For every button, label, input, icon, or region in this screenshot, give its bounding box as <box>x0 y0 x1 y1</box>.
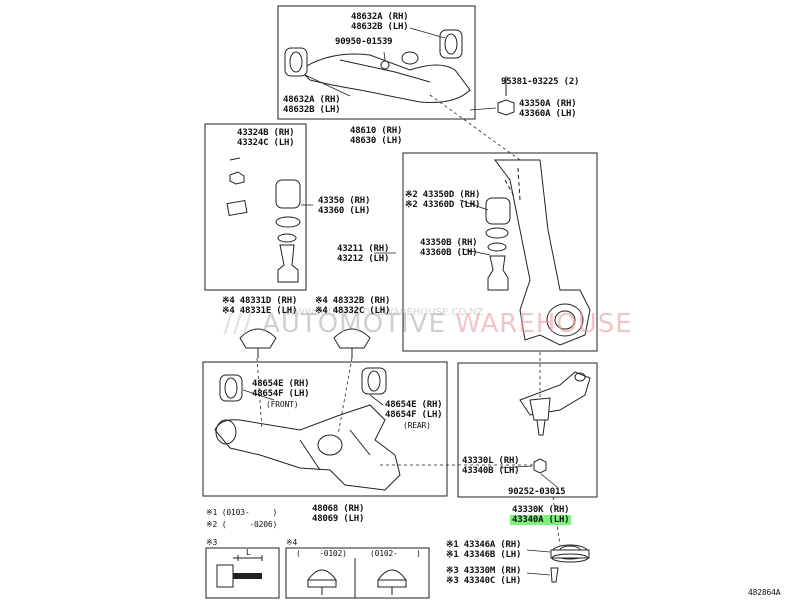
box-note3 <box>205 547 280 599</box>
label-48632a-rh-top: 48632A (RH) <box>351 12 409 22</box>
label-front: (FRONT) <box>266 400 299 409</box>
label-43346b: ※1 43346B (LH) <box>446 550 522 560</box>
label-43360d: ※2 43360D (LH) <box>405 200 481 210</box>
label-43211: 43211 (RH) <box>337 244 390 254</box>
label-43350b: 43350B (RH) <box>420 238 478 248</box>
box-lower-arm <box>202 361 448 497</box>
label-43346a: ※1 43346A (RH) <box>446 540 522 550</box>
label-43350: 43350 (RH) <box>318 196 371 206</box>
watermark-automotive: AUTOMOTIVE <box>262 309 456 339</box>
label-95381: 95381-03225 (2) <box>501 77 580 87</box>
label-43330l: 43330L (RH) <box>462 456 520 466</box>
note-4: ※4 <box>286 538 298 547</box>
label-48332b: ※4 48332B (RH) <box>315 296 391 306</box>
bumper-48331-icon <box>239 328 277 349</box>
label-48630: 48630 (LH) <box>350 136 403 146</box>
watermark-line1: /// AUTOMOTIVE WAREHOUSE <box>223 309 633 339</box>
bumper-48332-icon <box>333 328 371 349</box>
label-43324c: 43324C (LH) <box>237 138 295 148</box>
watermark-warehouse: WAREHOUSE <box>455 309 633 339</box>
label-48610: 48610 (RH) <box>350 126 403 136</box>
lower-arm-body <box>214 404 401 491</box>
upper-arm-bushing-right <box>439 29 463 59</box>
note-1: ※1 (0103- ) <box>206 508 278 517</box>
note4-sub1: ( -0102) <box>296 549 347 558</box>
label-48632a-rh-bot: 48632A (RH) <box>283 95 341 105</box>
label-48654e-a: 48654E (RH) <box>252 379 310 389</box>
label-rear: (REAR) <box>403 421 431 430</box>
label-48654e-b: 48654E (RH) <box>385 400 443 410</box>
note4-sub2: (0102- ) <box>370 549 421 558</box>
label-48331d: ※4 48331D (RH) <box>222 296 298 306</box>
nut-43350a-icon <box>497 99 515 116</box>
upper-arm-body <box>299 53 471 103</box>
box-knuckle <box>402 152 598 352</box>
label-48068: 48068 (RH) <box>312 504 365 514</box>
label-43360b: 43360B (LH) <box>420 248 478 258</box>
label-48069: 48069 (LH) <box>312 514 365 524</box>
watermark-line2: WWW.AUTOMOTIVEWAREHOUSE.CO.NZ <box>285 307 484 318</box>
label-43340c: ※3 43340C (LH) <box>446 576 522 586</box>
box-lower-ball-joint <box>457 362 598 498</box>
diagram-id: 482864A <box>748 588 781 597</box>
label-48632b-lh-top: 48632B (LH) <box>351 22 409 32</box>
label-43212: 43212 (LH) <box>337 254 390 264</box>
label-48331e: ※4 48331E (LH) <box>222 306 298 316</box>
label-43330m: ※3 43330M (RH) <box>446 566 522 576</box>
label-43350a: 43350A (RH) <box>519 99 577 109</box>
label-43340b: 43340B (LH) <box>462 466 520 476</box>
upper-arm-bushing-left <box>284 47 308 77</box>
steering-knuckle <box>494 159 591 346</box>
box-note4 <box>285 547 430 599</box>
label-43360a: 43360A (LH) <box>519 109 577 119</box>
label-43324b: 43324B (RH) <box>237 128 295 138</box>
note-2: ※2 ( -0206) <box>206 520 278 529</box>
label-48654f-a: 48654F (LH) <box>252 389 310 399</box>
box-upper-ball-joint <box>204 123 307 291</box>
label-43340a-highlighted: 43340A (LH) <box>510 515 572 525</box>
label-43350d: ※2 43350D (RH) <box>405 190 481 200</box>
label-90950: 90950-01539 <box>335 37 393 47</box>
bolt-length-label: L <box>246 548 251 557</box>
label-48332c: ※4 48332C (LH) <box>315 306 391 316</box>
label-48632b-lh-bot: 48632B (LH) <box>283 105 341 115</box>
note-3: ※3 <box>206 538 218 547</box>
label-48654f-b: 48654F (LH) <box>385 410 443 420</box>
box-upper-arm <box>277 5 476 120</box>
label-43360: 43360 (LH) <box>318 206 371 216</box>
label-43330k: 43330K (RH) <box>512 505 570 515</box>
label-90252: 90252-03015 <box>508 487 566 497</box>
